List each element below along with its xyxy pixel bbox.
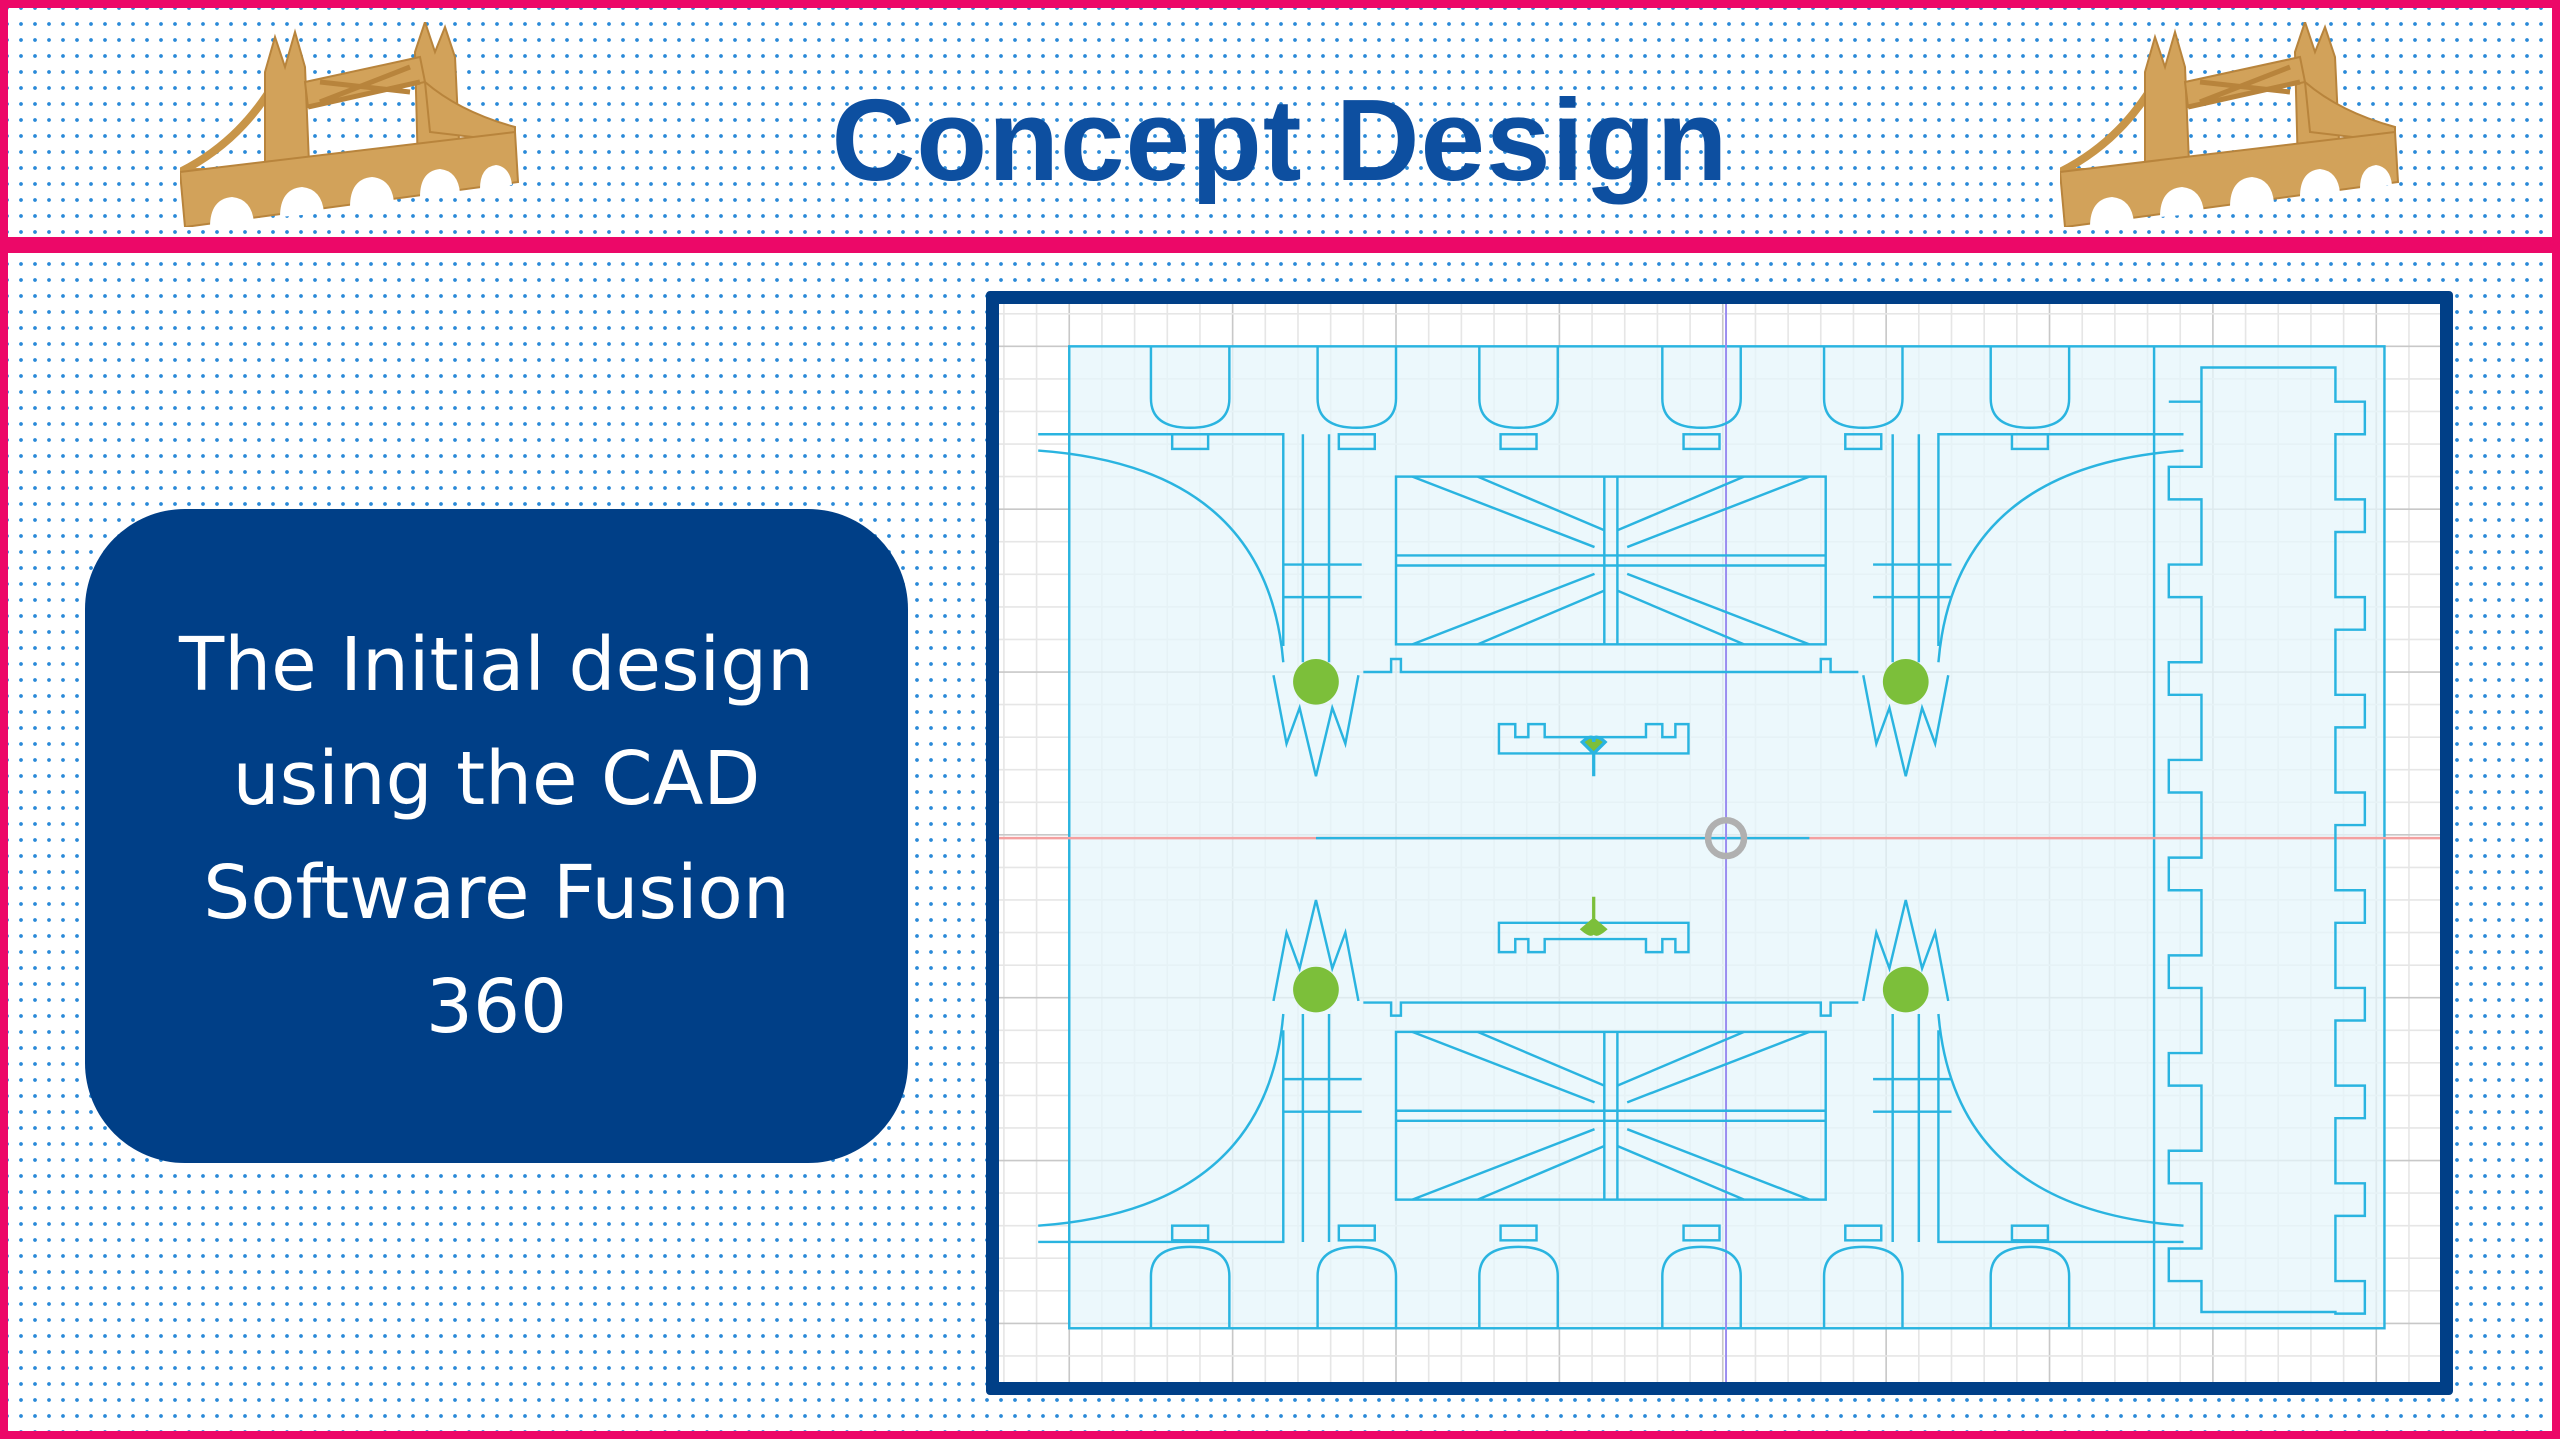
header-divider [0,237,2560,253]
description-line: The Initial design [179,622,814,708]
description-line: using the CAD [232,736,761,822]
page-title: Concept Design [831,75,1729,205]
cad-screenshot [986,291,2453,1395]
description-line: 360 [425,964,568,1050]
cad-sketch [999,304,2440,1382]
tower-bridge-image-right [2060,22,2400,227]
description-line: Software Fusion [203,850,790,936]
description-box: The Initial design using the CAD Softwar… [85,509,908,1163]
tower-bridge-image-left [180,22,520,227]
